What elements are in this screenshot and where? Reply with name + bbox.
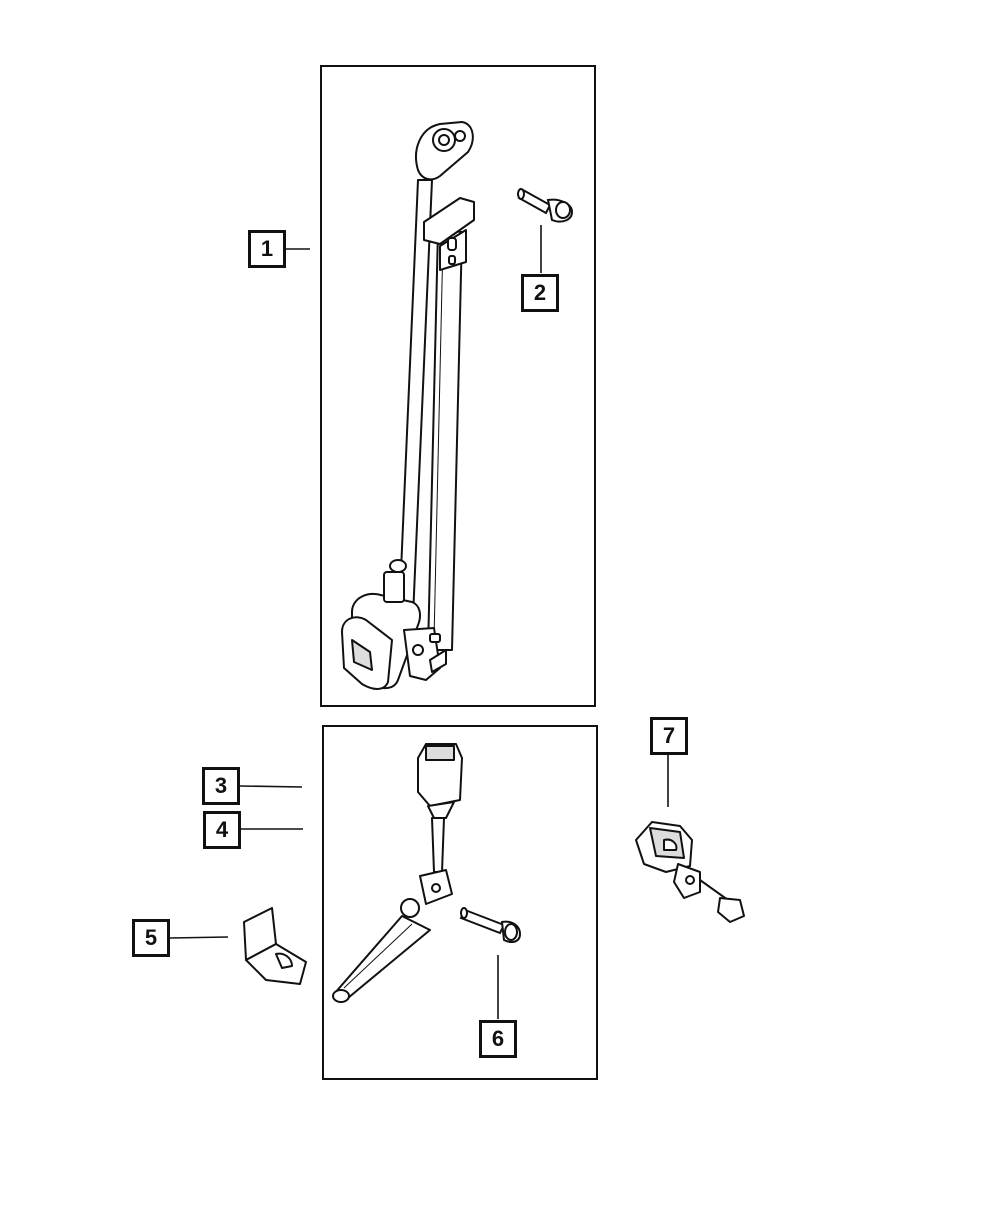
- buckle-assembly-icon: [332, 743, 463, 1003]
- bracket-icon: [243, 907, 307, 985]
- bolt-icon: [517, 188, 574, 223]
- callout-5: 5: [132, 919, 170, 957]
- leader-line-5: [169, 936, 229, 939]
- bolt-icon: [459, 907, 522, 943]
- callout-7: 7: [650, 717, 688, 755]
- leader-lines: [169, 225, 669, 1019]
- callout-3: 3: [202, 767, 240, 805]
- lower-group-frame: [322, 725, 598, 1080]
- buckle-with-harness-icon: [635, 821, 745, 923]
- callout-4: 4: [203, 811, 241, 849]
- callout-1: 1: [248, 230, 286, 268]
- callout-2: 2: [521, 274, 559, 312]
- leader-line-3: [239, 785, 303, 788]
- callout-6: 6: [479, 1020, 517, 1058]
- seat-belt-retractor-assembly-icon: [341, 121, 475, 690]
- upper-group-frame: [320, 65, 596, 707]
